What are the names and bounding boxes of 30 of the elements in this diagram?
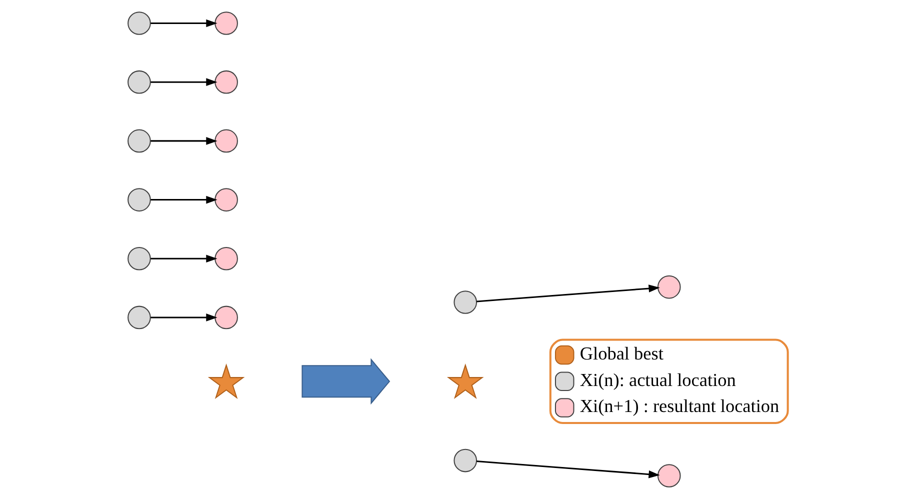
node-circle (127, 246, 150, 270)
node-circle (127, 70, 150, 94)
node-circle (127, 129, 150, 153)
arrow (150, 254, 217, 263)
node-circle (656, 275, 680, 299)
legend-label: Xi(n+1) : resultant location (579, 396, 779, 416)
legend-label: Xi(n): actual location (579, 370, 736, 390)
arrow (150, 196, 217, 204)
node-circle (214, 129, 238, 153)
node-circle (127, 306, 150, 330)
arrow (476, 284, 660, 302)
node-circle (214, 12, 238, 35)
node-star (446, 364, 484, 399)
node-circle (214, 70, 238, 94)
arrow (476, 460, 660, 478)
arrow (150, 137, 217, 145)
node-circle (214, 188, 238, 212)
node-circle (214, 246, 238, 270)
node-star (207, 364, 244, 399)
arrow (150, 78, 217, 86)
node-circle (127, 12, 150, 35)
node-circle (656, 464, 680, 488)
legend-label: Global best (579, 343, 663, 364)
node-circle (214, 306, 238, 330)
arrow (150, 314, 217, 322)
node-circle (453, 448, 477, 472)
node-circle (127, 188, 150, 212)
arrow (150, 19, 217, 28)
node-arrow (301, 358, 390, 405)
node-circle (453, 290, 477, 314)
